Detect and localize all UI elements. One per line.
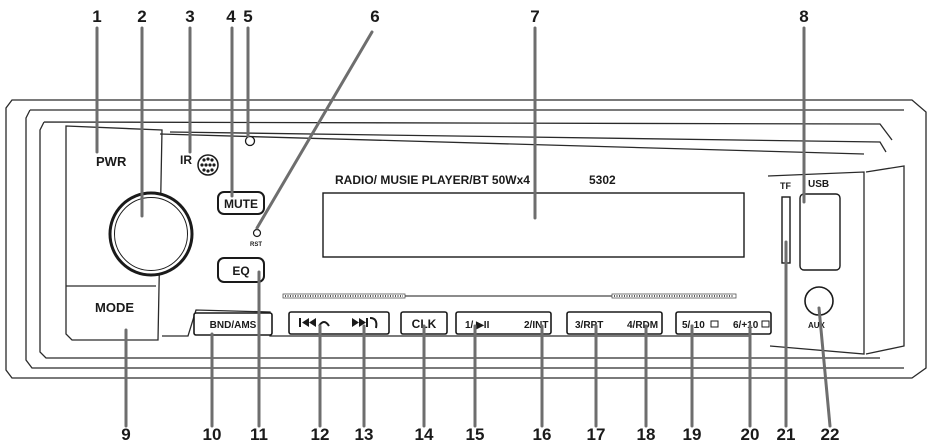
callout-14: 14: [415, 425, 434, 442]
inner-bezel: [25, 109, 904, 369]
callout-8: 8: [799, 7, 808, 26]
preset-5-6-button[interactable]: 5/-10 6/+10: [675, 311, 772, 335]
callout-2: 2: [137, 7, 146, 26]
skip-previous-icon: [299, 318, 316, 327]
usb-label: USB: [808, 179, 829, 190]
tf-label: TF: [780, 181, 791, 191]
clk-label: CLK: [412, 317, 437, 331]
product-title: RADIO/ MUSIE PLAYER/BT 50Wx4: [335, 173, 530, 187]
decorative-strip-right: [611, 293, 737, 299]
callout-7: 7: [530, 7, 539, 26]
callout-5: 5: [243, 7, 252, 26]
callout-13: 13: [355, 425, 374, 442]
callout-numbers: 1 2 3 4 5 6 7 8 9 10 11 12 13 14 15 16 1…: [92, 7, 839, 442]
right-section: [767, 171, 865, 355]
folder-icon-2: [761, 320, 770, 328]
ir-sensor-icon: [197, 154, 219, 176]
callout-9: 9: [121, 425, 130, 442]
faceplate-top-edge-2: [159, 133, 865, 155]
callout-20: 20: [741, 425, 760, 442]
indicator-led: [244, 135, 256, 147]
mode-label: MODE: [95, 300, 134, 315]
callout-6: 6: [370, 7, 379, 26]
ir-label: IR: [180, 153, 192, 167]
bnd-ams-button[interactable]: BND/AMS: [193, 312, 273, 336]
right-end-panel: [865, 165, 905, 355]
answer-call-icon: [369, 317, 378, 329]
outer-bezel: [5, 99, 927, 379]
eq-button[interactable]: EQ: [217, 257, 265, 283]
button-row-edge: [162, 309, 750, 337]
preset-2-label: 2/INT: [524, 320, 548, 331]
preset-4-label: 4/RDM: [627, 320, 658, 331]
clk-button[interactable]: CLK: [400, 311, 448, 335]
mute-button[interactable]: MUTE: [217, 191, 265, 215]
preset-5-label: 5/-10: [682, 320, 705, 331]
volume-knob[interactable]: [108, 191, 194, 277]
preset-3-4-button[interactable]: 3/RPT 4/RDM: [566, 311, 663, 335]
usb-port[interactable]: [799, 193, 841, 271]
skip-next-icon: [352, 318, 368, 327]
reset-button[interactable]: [252, 228, 262, 238]
callout-4: 4: [226, 7, 236, 26]
preset-1-label: 1/ ▶II: [465, 320, 490, 331]
eq-label: EQ: [232, 264, 249, 278]
aux-label: AUX: [808, 321, 826, 330]
prev-next-button[interactable]: [288, 311, 390, 335]
callout-21: 21: [777, 425, 796, 442]
model-number: 5302: [589, 173, 616, 187]
mute-label: MUTE: [224, 197, 258, 211]
bnd-ams-label: BND/AMS: [210, 320, 257, 331]
faceplate-outline: [39, 121, 893, 359]
preset-1-2-button[interactable]: 1/ ▶II 2/INT: [455, 311, 552, 335]
rst-label: RST: [250, 242, 262, 248]
callout-1: 1: [92, 7, 101, 26]
preset-6-label: 6/+10: [733, 320, 759, 331]
callout-17: 17: [587, 425, 606, 442]
leader-lines: [95, 26, 832, 428]
faceplate-top-edge: [169, 131, 887, 153]
callout-11: 11: [250, 425, 268, 442]
callout-16: 16: [533, 425, 552, 442]
callout-10: 10: [203, 425, 222, 442]
decorative-strip-left: [282, 293, 406, 299]
callout-22: 22: [821, 425, 840, 442]
callout-18: 18: [637, 425, 656, 442]
left-section: [65, 125, 163, 341]
callout-3: 3: [185, 7, 194, 26]
callout-15: 15: [466, 425, 485, 442]
preset-3-label: 3/RPT: [575, 320, 603, 331]
folder-icon: [710, 320, 719, 328]
callout-19: 19: [683, 425, 702, 442]
pwr-label: PWR: [96, 154, 127, 169]
callout-12: 12: [311, 425, 330, 442]
